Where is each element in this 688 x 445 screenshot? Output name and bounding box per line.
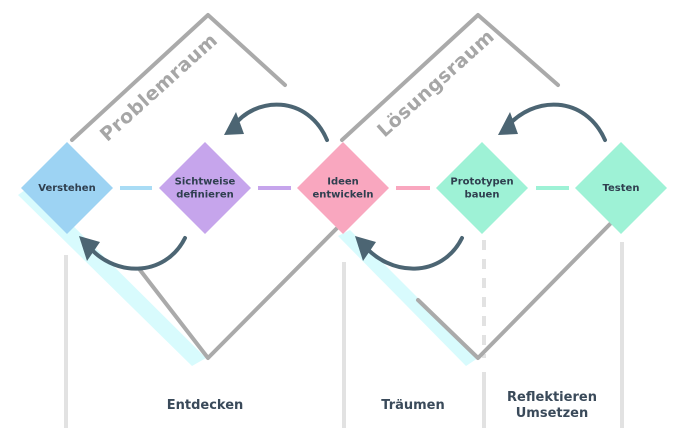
- problem-space-frame-bottom: [138, 210, 355, 360]
- phase-label-traeumen: Träumen: [381, 398, 445, 413]
- arrow-head-icon: [498, 112, 518, 135]
- step-diamond: [21, 142, 113, 234]
- phase-label-reflektieren: Reflektieren: [507, 390, 597, 405]
- step-label: Verstehen: [38, 183, 95, 194]
- solution-space-frame-bottom: [416, 220, 614, 360]
- step-label: bauen: [465, 190, 500, 201]
- problem-space-label: Problemraum: [96, 29, 222, 146]
- step-diamond: [575, 142, 667, 234]
- step-diamond: [297, 142, 389, 234]
- step-node-prototypen: Prototypen bauen: [436, 142, 528, 234]
- step-label: Sichtweise: [175, 177, 236, 188]
- arrow-back-to-verstehen: [84, 236, 187, 271]
- arrow-back-to-prototypen: [504, 102, 607, 142]
- solution-space-frame-top: [340, 13, 560, 142]
- step-node-sichtweise: Sichtweise definieren: [159, 142, 251, 234]
- step-label: Prototypen: [450, 177, 513, 188]
- step-node-testen: Testen: [575, 142, 667, 234]
- step-node-ideen: Ideen entwickeln: [297, 142, 389, 234]
- arrow-head-icon: [355, 236, 376, 261]
- arrow-back-to-ideen: [360, 236, 464, 271]
- arrow-head-icon: [79, 236, 100, 261]
- solution-space-label: Lösungsraum: [373, 25, 499, 141]
- arrow-back-to-sichtweise: [230, 102, 329, 142]
- step-diamond: [159, 142, 251, 234]
- solution-space-shadow: [338, 230, 478, 366]
- step-diamond: [436, 142, 528, 234]
- arrow-head-icon: [224, 112, 244, 135]
- step-node-verstehen: Verstehen: [21, 142, 113, 234]
- step-label: definieren: [176, 190, 234, 201]
- phase-label-entdecken: Entdecken: [167, 398, 244, 413]
- problem-space-frame-top: [70, 13, 287, 142]
- step-label: entwickeln: [313, 190, 374, 201]
- step-label: Testen: [603, 183, 640, 194]
- step-label: Ideen: [327, 177, 359, 188]
- phase-label-umsetzen: Umsetzen: [516, 406, 589, 421]
